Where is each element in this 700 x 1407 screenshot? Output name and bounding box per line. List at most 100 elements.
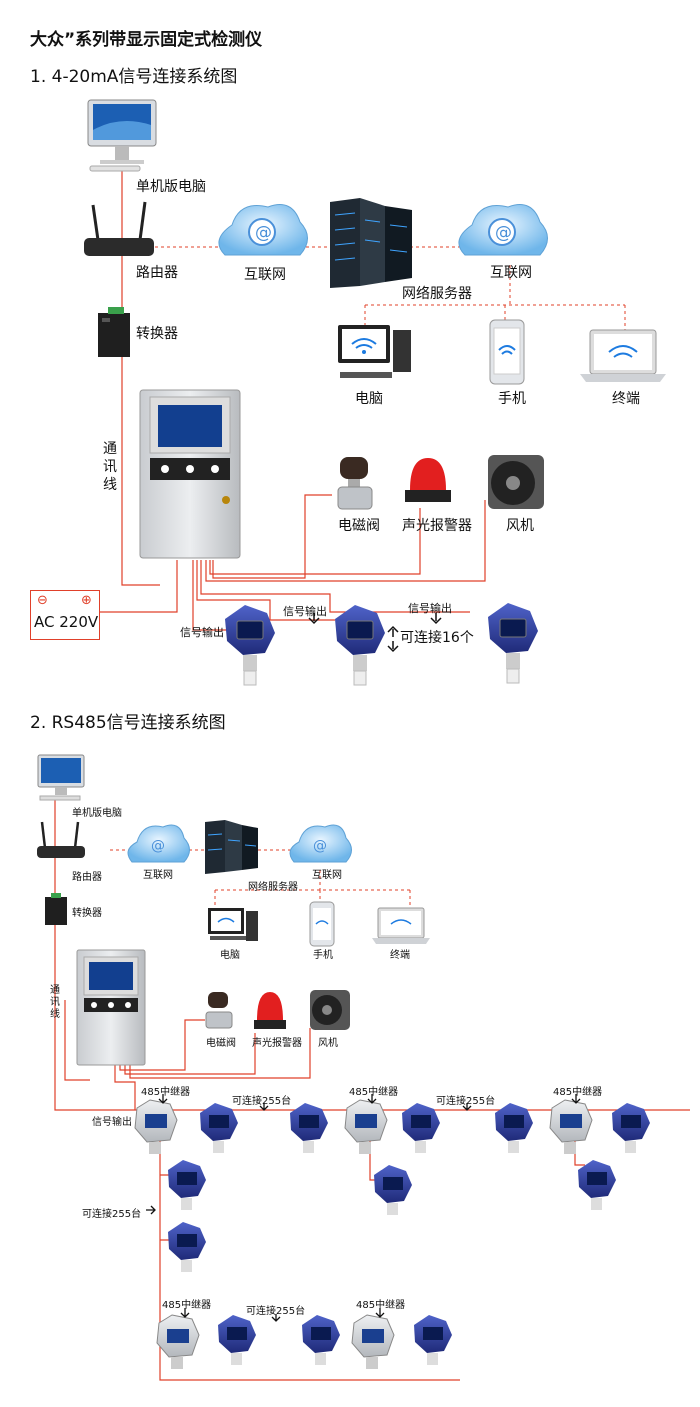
svg-text:@: @	[255, 223, 272, 243]
repeater-label: 485中继器	[356, 1300, 406, 1311]
svg-text:@: @	[313, 838, 327, 854]
valve-icon	[337, 457, 373, 510]
arrow-icon	[387, 625, 399, 637]
detector-icon	[414, 1315, 452, 1365]
repeater-label: 485中继器	[349, 1087, 399, 1098]
signal-output-label: 信号输出	[408, 602, 452, 615]
phone-icon	[489, 319, 525, 385]
signal-output-label: 信号输出	[180, 626, 224, 639]
converter-icon	[45, 893, 67, 925]
repeater-icon	[351, 1314, 395, 1369]
pc-icon	[37, 754, 85, 801]
detector-icon	[578, 1160, 616, 1210]
repeater-label: 485中继器	[162, 1300, 212, 1311]
detector-icon	[290, 1103, 328, 1153]
laptop-icon	[372, 907, 430, 944]
detector-icon	[335, 605, 385, 686]
detector-icon	[488, 603, 538, 684]
arrow-icon	[430, 613, 442, 625]
comm-line-label: 通讯线	[103, 441, 117, 493]
computer-icon	[338, 325, 411, 378]
repeater-icon	[344, 1099, 388, 1154]
section2-heading: 2. RS485信号连接系统图	[30, 713, 226, 733]
repeater-icon	[549, 1099, 593, 1154]
internet-cloud-icon: @	[289, 824, 352, 863]
arrow-icon	[571, 1094, 581, 1104]
terminal-label: 终端	[612, 391, 640, 407]
svg-text:@: @	[495, 223, 512, 243]
pc-label: 单机版电脑	[136, 179, 206, 195]
arrow-icon	[308, 613, 320, 625]
connect-255-label: 可连接255台	[436, 1096, 496, 1107]
internet-cloud-icon: @	[218, 204, 308, 256]
phone-label: 手机	[498, 391, 526, 407]
detector-icon	[374, 1165, 412, 1215]
pc-label: 单机版电脑	[72, 808, 122, 819]
computer-icon	[208, 908, 258, 941]
detector-icon	[612, 1103, 650, 1153]
detector-icon	[200, 1103, 238, 1153]
router-icon	[37, 821, 85, 858]
arrow-icon	[387, 641, 399, 653]
router-label: 路由器	[136, 265, 178, 281]
alarm-icon	[405, 458, 451, 502]
terminal-label: 终端	[390, 950, 410, 961]
converter-label: 转换器	[72, 908, 102, 919]
internet-cloud-icon: @	[458, 204, 548, 256]
arrow-icon	[462, 1103, 472, 1111]
laptop-icon	[580, 329, 666, 382]
fan-label: 风机	[318, 1038, 338, 1049]
section1-diagram: @ @	[84, 99, 666, 686]
controller-icon	[139, 389, 241, 559]
repeater-icon	[156, 1314, 200, 1369]
alarm-label: 声光报警器	[252, 1038, 302, 1049]
detector-icon	[495, 1103, 533, 1153]
minus-icon: ⊖	[37, 593, 48, 608]
server-label: 网络服务器	[248, 882, 298, 893]
connect-255-label: 可连接255台	[232, 1096, 292, 1107]
computer-label: 电脑	[220, 950, 240, 961]
arrow-icon	[367, 1094, 377, 1104]
arrow-icon	[158, 1094, 168, 1104]
valve-label: 电磁阀	[338, 518, 380, 534]
arrow-icon	[271, 1314, 281, 1322]
server-icon	[330, 198, 412, 288]
server-label: 网络服务器	[402, 286, 472, 302]
internet-cloud-icon: @	[127, 824, 190, 863]
phone-icon	[309, 901, 335, 947]
detector-icon	[218, 1315, 256, 1365]
arrow-icon	[259, 1103, 269, 1111]
fan-label: 风机	[506, 518, 534, 534]
router-label: 路由器	[72, 872, 102, 883]
repeater-icon	[134, 1099, 178, 1154]
comm-line-label: 通讯线	[50, 985, 60, 1020]
pc-icon	[87, 99, 157, 172]
computer-label: 电脑	[355, 391, 383, 407]
detector-icon	[225, 605, 275, 686]
connect-255-label: 可连接255台	[246, 1306, 306, 1317]
svg-text:@: @	[151, 838, 165, 854]
valve-icon	[205, 992, 233, 1029]
power-label: AC 220V	[34, 613, 99, 631]
signal-output-label: 信号输出	[92, 1117, 132, 1128]
power-supply-box: ⊖ ⊕ AC 220V	[30, 590, 100, 640]
converter-label: 转换器	[136, 326, 178, 342]
controller-icon	[76, 949, 146, 1066]
connect-16-label: 可连接16个	[400, 630, 474, 646]
repeater-label: 485中继器	[553, 1087, 603, 1098]
plus-icon: ⊕	[81, 593, 92, 608]
fan-icon	[488, 455, 544, 509]
router-icon	[84, 201, 154, 256]
signal-output-label: 信号输出	[283, 605, 327, 618]
server-icon	[205, 820, 258, 874]
detector-icon	[302, 1315, 340, 1365]
fan-icon	[310, 990, 350, 1030]
internet-label: 互联网	[143, 870, 173, 881]
connect-255-label: 可连接255台	[82, 1209, 142, 1220]
valve-label: 电磁阀	[206, 1038, 236, 1049]
section1-heading: 1. 4-20mA信号连接系统图	[30, 67, 238, 87]
converter-icon	[98, 307, 130, 357]
internet-label: 互联网	[244, 267, 286, 283]
arrow-icon	[180, 1308, 190, 1318]
